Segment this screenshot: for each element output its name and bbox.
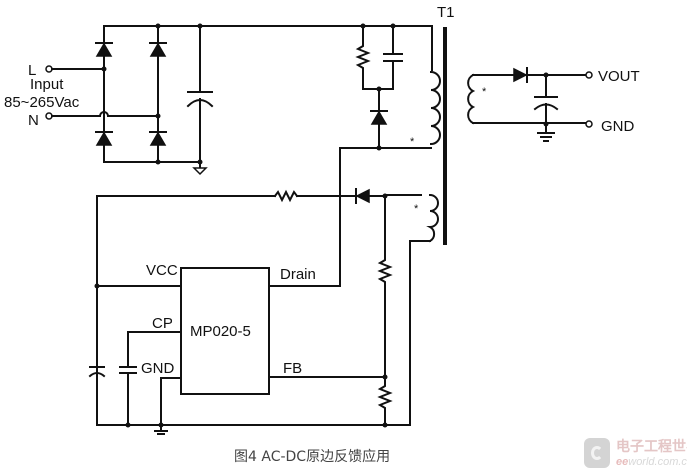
figure-caption: 图4 AC-DC原边反馈应用 <box>234 449 391 465</box>
pin-fb-label: FB <box>283 360 302 377</box>
output-capacitor <box>533 74 559 125</box>
bridge-diode-2 <box>149 42 167 57</box>
snubber-diode <box>370 110 388 125</box>
terminal-vout <box>585 71 593 79</box>
aux-path <box>94 188 393 426</box>
vcc-resistor <box>273 189 299 203</box>
watermark: 电子工程世界 eeworld.com.cn <box>584 436 687 472</box>
output-diode <box>513 67 528 83</box>
label-vout: VOUT <box>598 68 640 85</box>
bridge-diode-1 <box>95 42 113 57</box>
transformer-t1: T1 * * <box>339 4 455 426</box>
pin-drain-label: Drain <box>280 266 316 283</box>
snubber-capacitor <box>383 25 403 90</box>
eeworld-logo-icon <box>584 438 610 468</box>
fb-divider-top <box>377 195 393 379</box>
label-t1: T1 <box>437 4 455 21</box>
fb-divider-bottom <box>377 376 393 426</box>
aux-winding <box>426 193 439 243</box>
watermark-en: eeworld.com.cn <box>616 456 687 468</box>
ic-name: MP020-5 <box>190 323 251 340</box>
snubber-resistor <box>355 25 371 90</box>
drain-pin-wire <box>268 269 341 287</box>
pin-gnd-label: GND <box>141 360 175 377</box>
bulk-capacitor <box>186 23 214 176</box>
bridge-diode-4 <box>149 131 167 146</box>
ground-icon <box>192 167 208 176</box>
secondary-winding <box>467 73 476 125</box>
watermark-cn: 电子工程世界 <box>616 439 687 455</box>
secondary-dot-marker: * <box>482 86 487 98</box>
vcc-capacitor <box>88 366 106 378</box>
snubber <box>355 23 403 151</box>
input-section: L Input 85~265Vac N <box>4 62 159 129</box>
terminal-gnd <box>585 120 593 128</box>
drain-wire <box>339 147 432 271</box>
secondary-output: * VOUT GND <box>467 67 640 142</box>
cp-capacitor <box>119 331 137 426</box>
pin-vcc-label: VCC <box>146 262 178 279</box>
pin-cp-label: CP <box>152 315 173 332</box>
aux-diode <box>355 188 370 204</box>
bridge-diode-3 <box>95 131 113 146</box>
bottom-section <box>88 331 411 435</box>
label-gnd-out: GND <box>601 118 635 135</box>
label-input: Input <box>30 76 64 93</box>
ic-ground-icon <box>154 424 168 435</box>
controller-ic: MP020-5 VCC CP GND Drain FB <box>96 262 386 395</box>
ic-body <box>180 267 270 395</box>
label-voltage-range: 85~265Vac <box>4 94 80 111</box>
primary-winding <box>429 70 441 146</box>
aux-dot-marker: * <box>414 203 419 215</box>
primary-dot-marker: * <box>410 136 415 148</box>
output-ground-icon <box>537 123 555 142</box>
transformer-core <box>443 27 447 245</box>
watermark-en-prefix: ee <box>616 456 629 468</box>
label-line: L <box>28 62 36 79</box>
label-neutral: N <box>28 112 39 129</box>
watermark-en-rest: world.com.cn <box>628 456 687 468</box>
bridge-rectifier <box>95 23 433 165</box>
